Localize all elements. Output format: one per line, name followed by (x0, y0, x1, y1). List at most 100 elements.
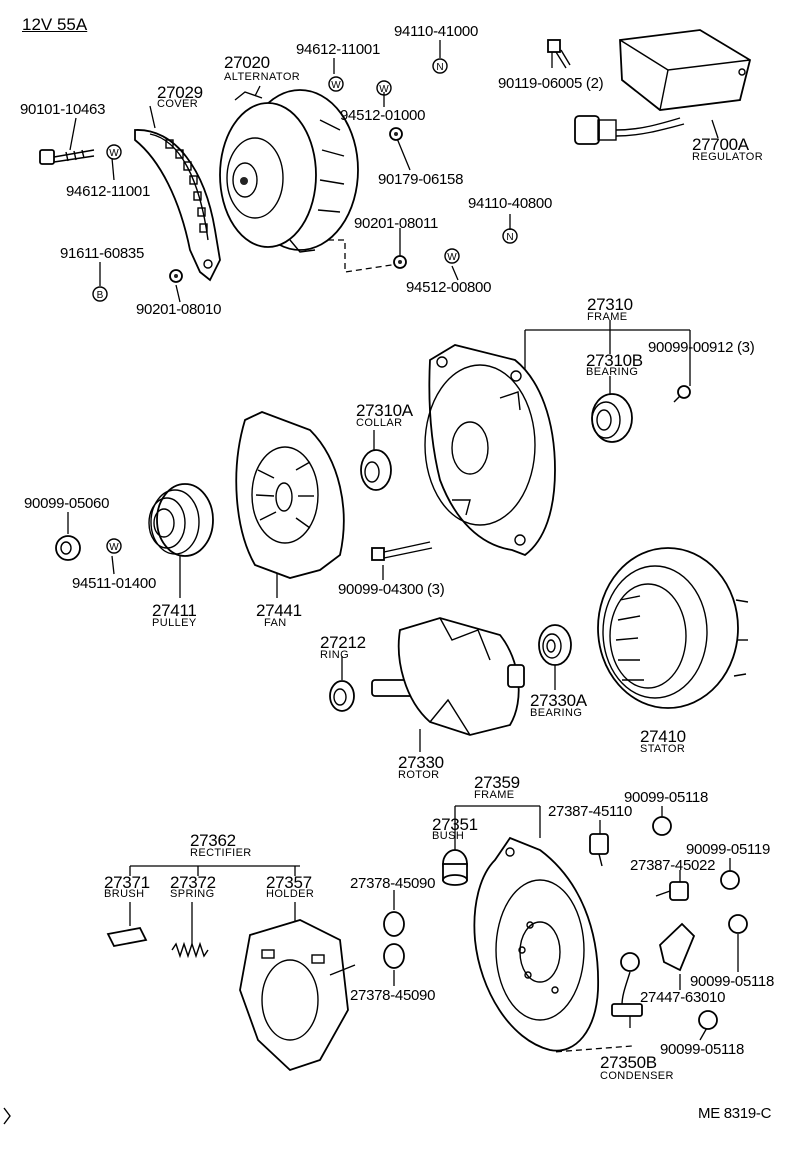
corner-mark (3, 1107, 11, 1125)
brush-27371-part (106, 926, 148, 948)
terminal-27387-45110-part (589, 833, 609, 867)
label-cover: COVER (157, 98, 199, 110)
label-91611-60835: 91611-60835 (60, 245, 145, 262)
washer-marker-5: W (106, 538, 122, 554)
collar-27310a-part (360, 449, 392, 491)
rotor-27330-part (371, 617, 525, 736)
label-brush: BRUSH (104, 888, 145, 900)
nut-90201-08011-part (393, 255, 407, 269)
label-bearing-27330a: BEARING (530, 707, 583, 719)
label-27372: 27372 (170, 873, 216, 892)
label-94512-01000: 94512-01000 (340, 107, 426, 124)
pulley-27411-part (148, 483, 214, 557)
stator-27410-part (597, 547, 749, 709)
label-27350b: 27350B (600, 1053, 657, 1072)
label-90201-08011: 90201-08011 (354, 215, 439, 232)
label-27411: 27411 (152, 601, 197, 620)
svg-text:B: B (97, 290, 104, 301)
label-regulator: REGULATOR (692, 151, 764, 163)
svg-text:W: W (331, 80, 341, 91)
label-90099-05060: 90099-05060 (24, 495, 110, 512)
label-27387-45110: 27387-45110 (548, 803, 633, 820)
label-27371: 27371 (104, 873, 150, 892)
label-frame-27359: FRAME (474, 789, 515, 801)
label-27029: 27029 (157, 83, 203, 102)
svg-text:W: W (109, 542, 119, 553)
bracket-27447-63010-part (659, 922, 696, 972)
label-bush: BUSH (432, 830, 465, 842)
label-holder: HOLDER (266, 888, 315, 900)
screw-90119-06005-part (547, 39, 571, 69)
ring-27212-part (329, 680, 355, 712)
label-90201-08010: 90201-08010 (136, 301, 222, 318)
bush-27351-part (442, 849, 468, 886)
bolt-90099-04300-part (371, 541, 433, 561)
label-27020: 27020 (224, 53, 270, 72)
label-94110-41000: 94110-41000 (394, 23, 479, 40)
label-bearing-27310b: BEARING (586, 366, 639, 378)
label-27410: 27410 (640, 727, 686, 746)
frame-27359-part (473, 836, 599, 1052)
label-94612-11001-b: 94612-11001 (66, 183, 151, 200)
label-spring: SPRING (170, 888, 215, 900)
label-stator: STATOR (640, 743, 686, 755)
label-94110-40800: 94110-40800 (468, 195, 553, 212)
label-90099-05118-a: 90099-05118 (624, 789, 709, 806)
frame-27310-part (424, 344, 556, 557)
label-27351: 27351 (432, 815, 478, 834)
label-27357: 27357 (266, 873, 312, 892)
washer-marker-1: W (328, 76, 344, 92)
label-90099-00912: 90099-00912 (3) (648, 339, 755, 356)
washer-marker-2: W (376, 80, 392, 96)
svg-text:N: N (506, 232, 513, 243)
label-frame-27310: FRAME (587, 311, 628, 323)
nut-90179-06158-part (389, 127, 403, 141)
condenser-27350b-part (611, 952, 643, 1017)
nut-90099-05118-b-part (728, 914, 748, 934)
label-alternator: ALTERNATOR (224, 71, 301, 83)
nut-marker-2: N (502, 228, 518, 244)
svg-text:W: W (379, 84, 389, 95)
washer-marker-4: W (444, 248, 460, 264)
label-27447-63010: 27447-63010 (640, 989, 726, 1006)
nut-90099-05060-part (55, 535, 81, 561)
svg-text:N: N (436, 62, 443, 73)
label-27310b: 27310B (586, 351, 643, 370)
bolt-marker: B (92, 286, 108, 302)
label-27362: 27362 (190, 831, 236, 850)
label-27330: 27330 (398, 753, 444, 772)
holder-27357-part (239, 919, 356, 1072)
label-condenser: CONDENSER (600, 1070, 674, 1082)
label-rotor: ROTOR (398, 769, 440, 781)
fan-27441-part (235, 411, 345, 579)
label-ring: RING (320, 649, 350, 661)
label-27359: 27359 (474, 773, 520, 792)
svg-text:W: W (447, 252, 457, 263)
nut-90201-08010-part (169, 269, 183, 283)
leader-lines (67, 40, 739, 1041)
diagram-title: 12V 55A (22, 15, 88, 34)
nut-marker-1: N (432, 58, 448, 74)
bolt-90101-10463-part (39, 149, 95, 165)
label-94512-00800: 94512-00800 (406, 279, 492, 296)
washer-27378-45090-b-part (383, 943, 405, 969)
label-27378-45090-b: 27378-45090 (350, 987, 436, 1004)
label-90099-05119: 90099-05119 (686, 841, 771, 858)
label-90099-05118-c: 90099-05118 (660, 1041, 745, 1058)
alternator-27020-part (219, 89, 359, 253)
label-27212: 27212 (320, 633, 366, 652)
label-27387-45022: 27387-45022 (630, 857, 716, 874)
label-90179-06158: 90179-06158 (378, 171, 464, 188)
label-94511-01400: 94511-01400 (72, 575, 157, 592)
label-94612-11001-a: 94612-11001 (296, 41, 381, 58)
label-90099-04300: 90099-04300 (3) (338, 581, 445, 598)
label-fan: FAN (264, 617, 287, 629)
label-90099-05118-b: 90099-05118 (690, 973, 775, 990)
label-collar: COLLAR (356, 417, 403, 429)
label-27310: 27310 (587, 295, 633, 314)
label-90119-06005: 90119-06005 (2) (498, 75, 604, 92)
label-27330a: 27330A (530, 691, 587, 710)
bearing-27310b-part (591, 393, 633, 443)
